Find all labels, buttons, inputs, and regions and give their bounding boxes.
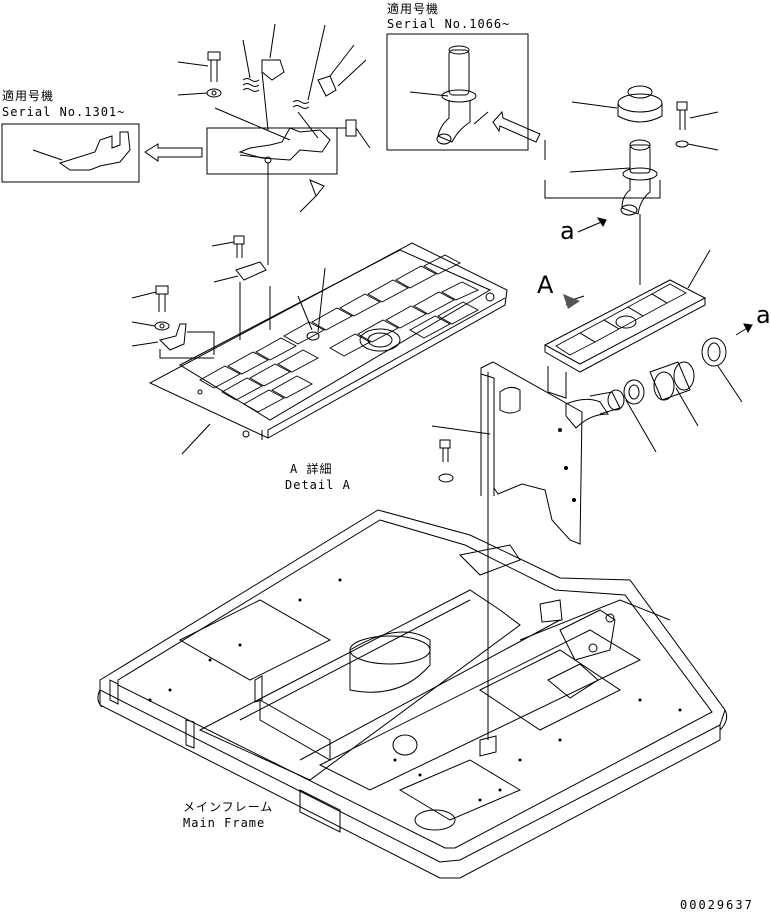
view-marker-a-left: a [560,217,575,245]
pipe-assembly [547,323,753,453]
view-marker-A: A [537,271,554,299]
view-marker-a-right: a [756,301,771,329]
floor-plate-right [543,249,711,373]
mounting-bracket [431,361,583,740]
drawing-number: 00029637 [680,898,754,912]
main-frame [97,509,728,879]
bracket-detail-group [177,23,371,265]
main-frame-label-jp: メインフレーム [183,800,274,814]
hollow-arrow-up-left [492,110,541,143]
detail-label-en: Detail A [285,478,351,492]
applicable-label-jp-1301: 適用号機 [2,89,55,103]
plate-fasteners-left [131,235,326,359]
serial-label-1066: Serial No.1066~ [387,17,511,31]
detail-label-jp: A 詳細 [290,462,333,476]
serial-label-1301: Serial No.1301~ [2,105,126,119]
applicable-label-jp-1066: 適用号機 [387,2,440,16]
variant-box-1066 [386,33,529,151]
hollow-arrow-left [144,143,203,162]
variant-box-1301 [1,123,140,183]
variant-box-standard [544,85,719,285]
main-frame-label-en: Main Frame [183,816,266,830]
floor-plate-left [148,242,508,455]
